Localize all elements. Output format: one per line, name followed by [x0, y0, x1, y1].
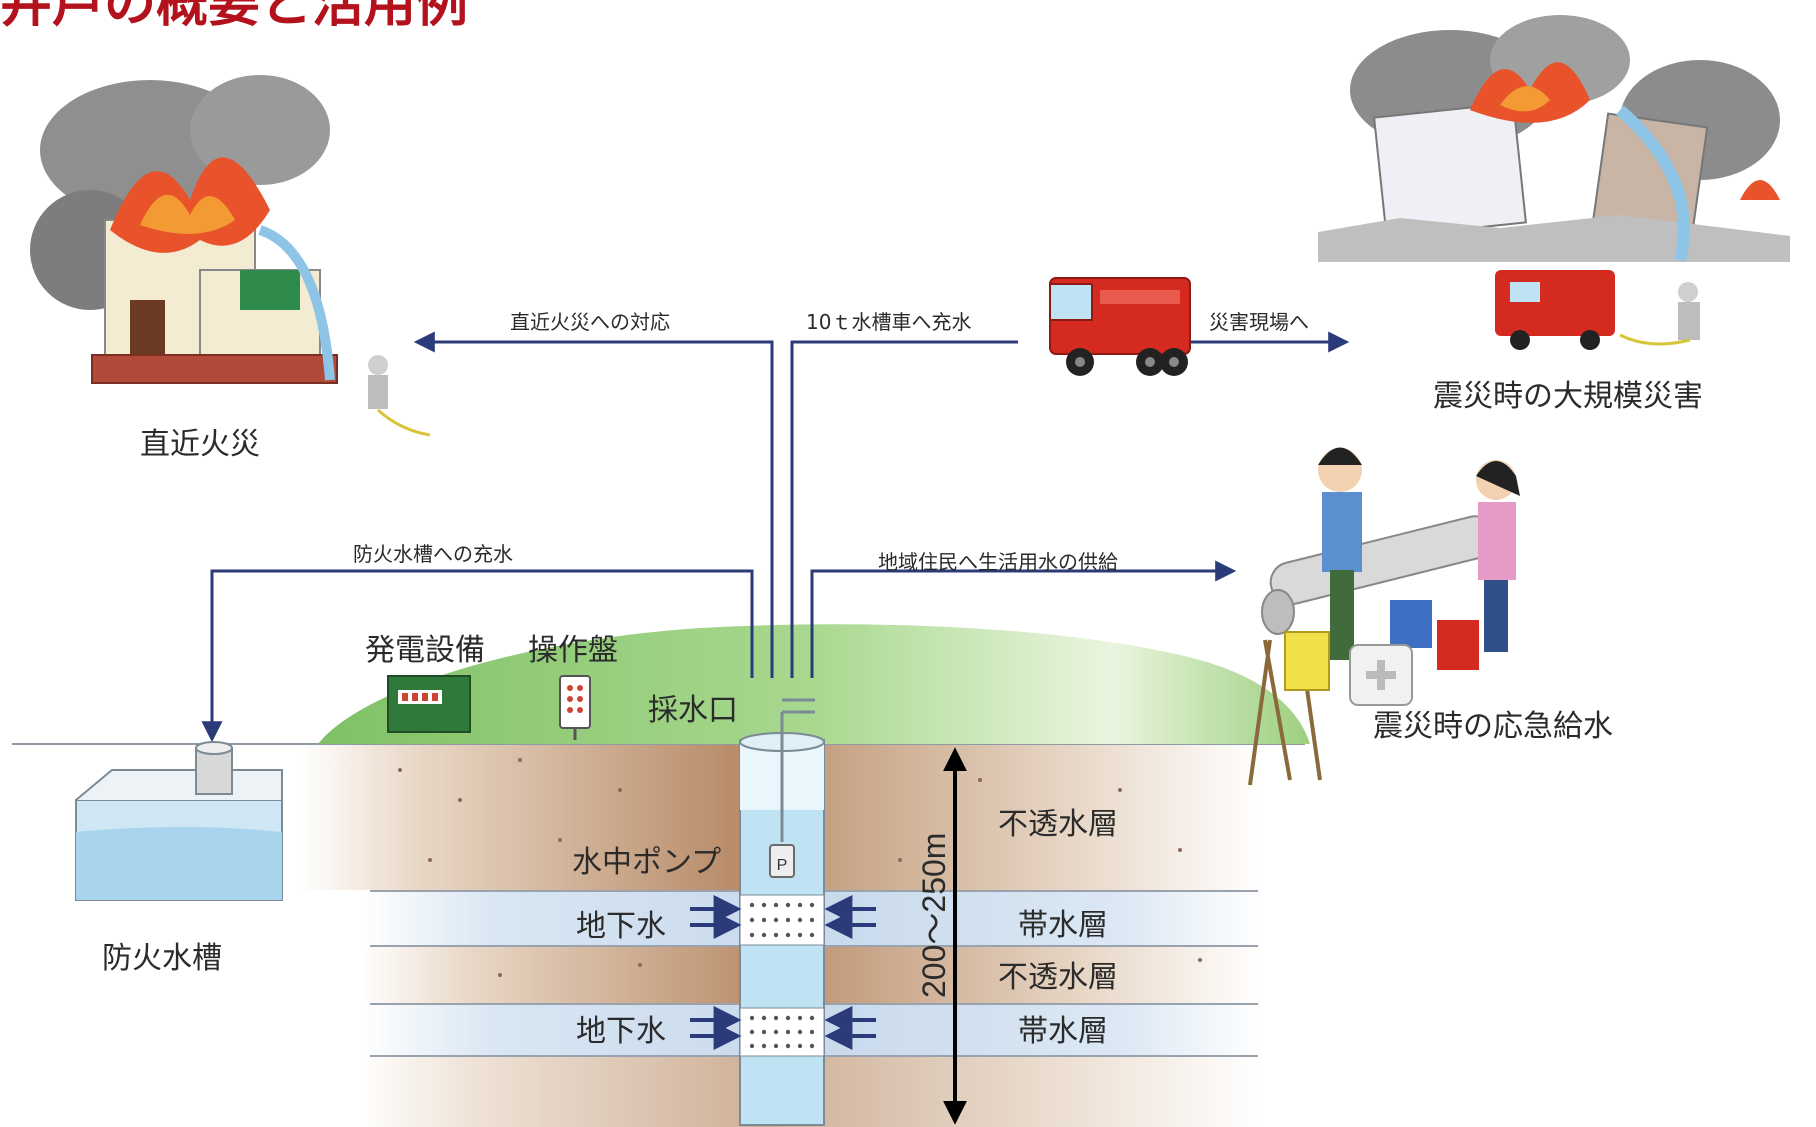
label-impermeable-lower: 不透水層: [998, 960, 1118, 995]
fire-cistern: [75, 741, 283, 901]
label-cistern-fill: 防火水槽への充水: [353, 542, 513, 566]
flow-lines: [201, 331, 1350, 743]
label-water-intake: 採水口: [648, 693, 738, 728]
label-aquifer-upper: 帯水層: [1018, 908, 1108, 943]
depth-label: 200～250m: [916, 833, 952, 998]
label-groundwater-upper: 地下水: [576, 909, 666, 944]
control-panel-icon: [559, 675, 591, 740]
label-fire-cistern: 防火水槽: [102, 941, 222, 976]
page-title: 井戸の概要と活用例: [0, 0, 469, 34]
emergency-water-supply-illustration: [1248, 447, 1520, 786]
burning-house-illustration: [30, 75, 431, 437]
label-emergency-water: 震災時の応急給水: [1373, 709, 1613, 744]
label-generator: 発電設備: [365, 633, 485, 668]
label-resident-supply: 地域住民へ生活用水の供給: [878, 550, 1118, 574]
label-to-disaster-site: 災害現場へ: [1209, 310, 1309, 334]
label-groundwater-lower: 地下水: [576, 1014, 666, 1049]
earthquake-disaster-illustration: [1318, 15, 1790, 350]
inflow-arrows: [690, 895, 876, 1050]
pump-icon: [769, 844, 795, 878]
well-casing: [739, 698, 825, 1126]
label-fire-response: 直近火災への対応: [510, 310, 670, 334]
label-large-disaster: 震災時の大規模災害: [1433, 379, 1703, 414]
fire-tanker-truck-illustration: [1049, 277, 1191, 376]
label-submersible-pump: 水中ポンプ: [572, 845, 722, 880]
label-tanker-fill: 10ｔ水槽車へ充水: [806, 310, 972, 334]
generator-icon: [387, 675, 471, 733]
pump-letter: P: [777, 857, 788, 874]
label-nearby-fire: 直近火災: [140, 427, 260, 462]
label-impermeable-upper: 不透水層: [998, 807, 1118, 842]
label-control-panel: 操作盤: [528, 633, 618, 668]
label-aquifer-lower: 帯水層: [1018, 1014, 1108, 1049]
